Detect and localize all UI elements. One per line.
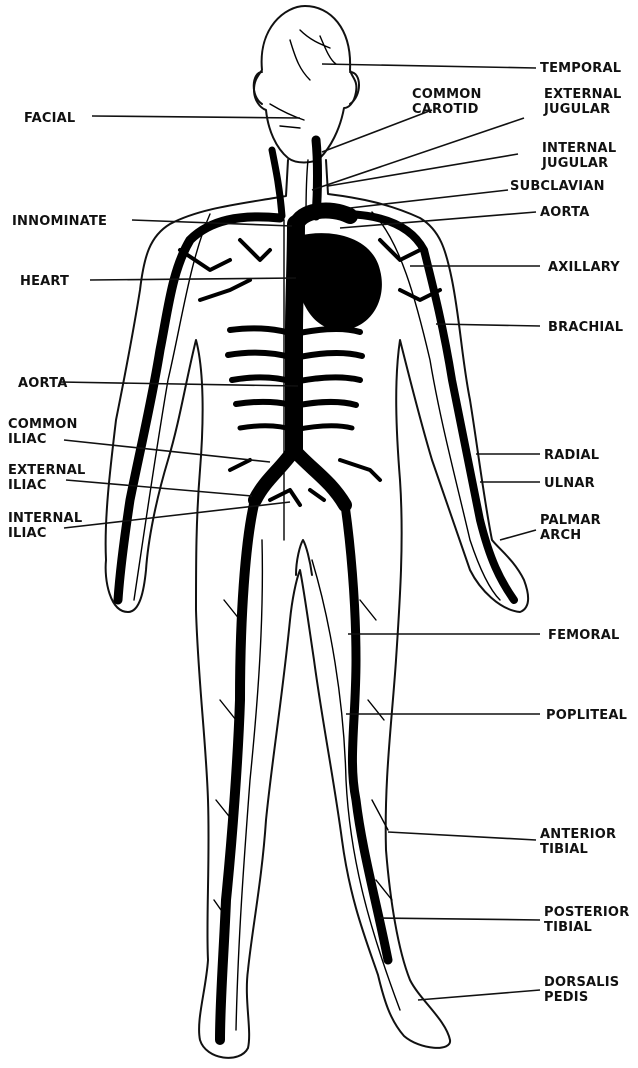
leader-internal-jugular [328,154,518,186]
label-palmar-arch-line1: PALMAR [540,513,601,528]
label-axillary: AXILLARY [548,260,620,275]
leader-anterior-tibial [388,832,536,840]
label-common-iliac-line2: ILIAC [8,432,47,447]
head-outline [254,6,356,163]
chest-branches-left [180,240,270,300]
label-common-carotid: COMMON CAROTID [412,87,486,117]
leader-posterior-tibial [380,918,540,920]
descending-aorta [294,224,296,450]
label-palmar-arch-line2: ARCH [540,528,581,543]
label-common-carotid-line1: COMMON [412,87,482,102]
label-internal-jugular-line2: JUGULAR [541,156,608,171]
leader-facial [92,116,300,118]
temporal-vessels [290,30,336,80]
label-posterior-tibial-line1: POSTERIOR [544,905,629,920]
label-innominate: INNOMINATE [12,214,107,229]
label-internal-iliac-line2: ILIAC [8,526,47,541]
label-temporal: TEMPORAL [540,61,621,76]
label-anterior-tibial-line1: ANTERIOR [540,827,616,842]
leader-dorsalis-pedis [418,990,540,1000]
leader-heart [90,278,296,280]
label-dorsalis-pedis-line1: DORSALIS [544,975,619,990]
label-external-iliac-line2: ILIAC [8,478,47,493]
leader-common-iliac [64,440,270,462]
facial-vessels [270,104,304,128]
label-external-jugular-line1: EXTERNAL [544,87,622,102]
label-posterior-tibial-line2: TIBIAL [544,920,592,935]
label-aorta-lower: AORTA [18,376,67,391]
leader-aorta-lower [60,382,298,386]
heart-shape [296,233,382,330]
leader-temporal [322,64,536,68]
leader-brachial [436,324,540,326]
leader-palmar-arch [500,530,536,540]
label-femoral: FEMORAL [548,628,620,643]
arteries [118,140,514,1040]
right-ear [350,72,359,104]
label-brachial: BRACHIAL [548,320,623,335]
label-common-iliac: COMMON ILIAC [8,417,82,447]
label-popliteal: POPLITEAL [546,708,627,723]
crotch-outline [296,540,312,575]
label-internal-jugular-line1: INTERNAL [542,141,616,156]
label-external-jugular: EXTERNAL JUGULAR [543,87,626,117]
label-internal-iliac-line1: INTERNAL [8,511,82,526]
label-anterior-tibial: ANTERIOR TIBIAL [540,827,621,857]
right-arm-vein [372,212,500,600]
leader-external-jugular [312,118,524,190]
label-aorta-upper: AORTA [540,205,589,220]
label-ulnar: ULNAR [544,476,595,491]
label-common-carotid-line2: CAROTID [412,102,479,117]
label-dorsalis-pedis-line2: PEDIS [544,990,588,1005]
label-palmar-arch: PALMAR ARCH [540,513,606,543]
leader-subclavian [350,190,508,208]
label-external-jugular-line2: JUGULAR [543,102,610,117]
label-facial: FACIAL [24,111,75,126]
label-common-iliac-line1: COMMON [8,417,78,432]
label-internal-jugular: INTERNAL JUGULAR [541,141,621,171]
label-posterior-tibial: POSTERIOR TIBIAL [544,905,634,935]
common-carotid-artery [316,140,318,216]
label-dorsalis-pedis: DORSALIS PEDIS [544,975,624,1005]
label-external-iliac-line1: EXTERNAL [8,463,86,478]
label-radial: RADIAL [544,448,599,463]
left-carotid [272,150,282,216]
label-anterior-tibial-line2: TIBIAL [540,842,588,857]
label-heart: HEART [20,274,69,289]
label-subclavian: SUBCLAVIAN [510,179,605,194]
label-external-iliac: EXTERNAL ILIAC [8,463,90,493]
